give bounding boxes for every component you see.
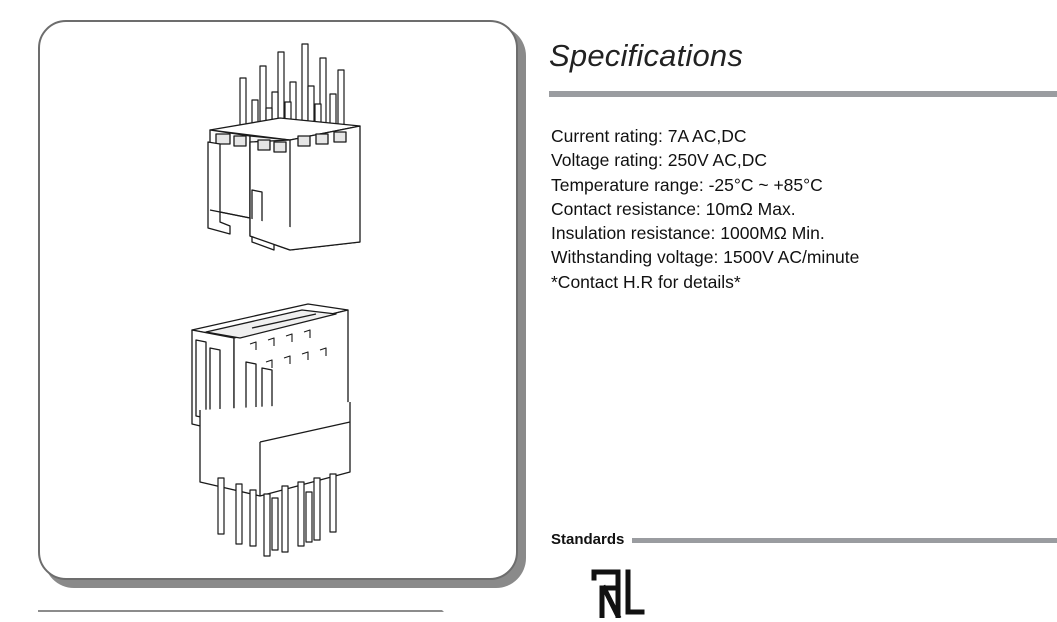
specifications-divider xyxy=(549,91,1057,97)
bottom-tab-decoration xyxy=(38,610,438,620)
spec-voltage-rating: Voltage rating: 250V AC,DC xyxy=(551,150,767,171)
spec-temperature-range: Temperature range: -25°C ~ +85°C xyxy=(551,174,823,195)
standards-section: Standards xyxy=(551,528,1057,550)
spec-withstanding-voltage: Withstanding voltage: 1500V AC/minute xyxy=(551,247,860,268)
connector-drawing-icon xyxy=(191,43,361,557)
spec-contact-resistance: Contact resistance: 10mΩ Max. xyxy=(551,198,796,219)
spec-list: Current rating: 7A AC,DC Voltage rating:… xyxy=(551,124,859,294)
specifications-title: Specifications xyxy=(549,38,744,73)
spec-insulation-resistance: Insulation resistance: 1000MΩ Min. xyxy=(551,223,825,244)
ul-recognized-icon xyxy=(591,569,645,618)
spec-contact-note: *Contact H.R for details* xyxy=(551,271,741,292)
standards-divider xyxy=(632,537,1057,543)
product-image-panel xyxy=(38,20,518,580)
receptacle-connector-icon xyxy=(207,43,361,251)
standards-label: Standards xyxy=(551,530,625,548)
header-connector-icon xyxy=(191,303,351,557)
spec-current-rating: Current rating: 7A AC,DC xyxy=(551,126,747,146)
